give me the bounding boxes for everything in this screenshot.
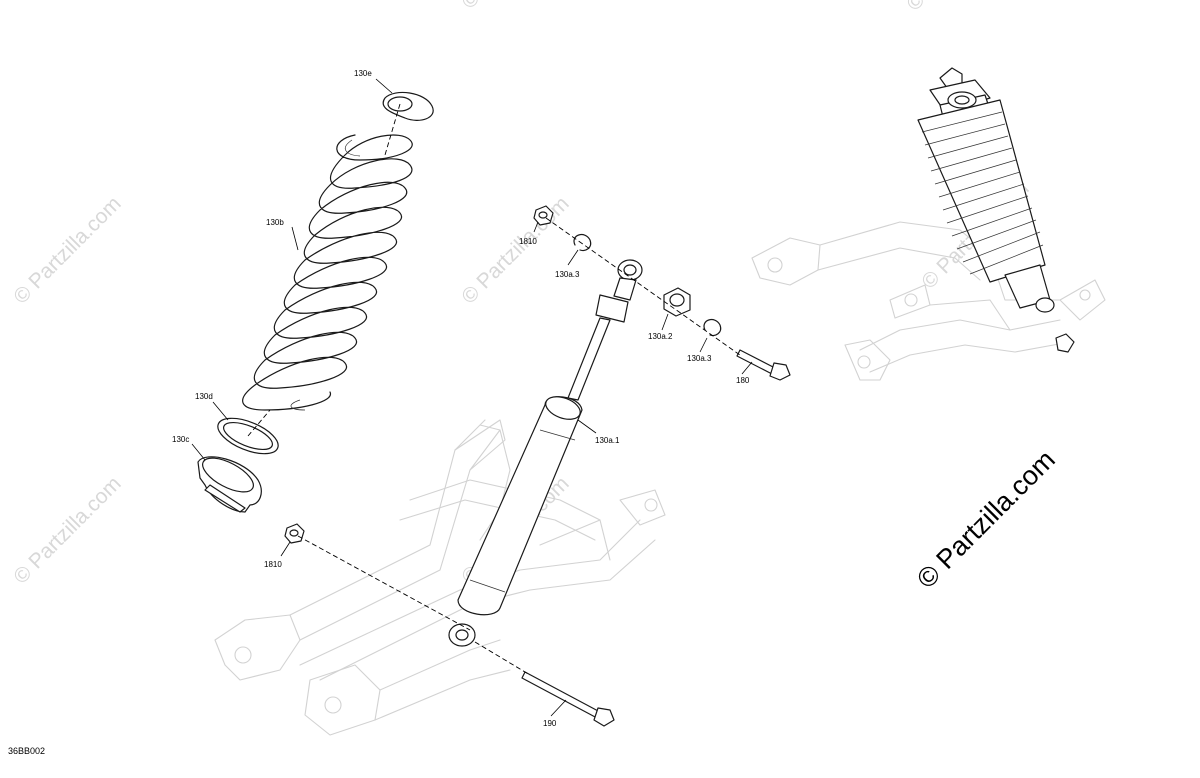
callout-130d[interactable]: 130d bbox=[195, 392, 213, 401]
circlip-left-illustration bbox=[573, 233, 592, 252]
callout-180[interactable]: 180 bbox=[736, 376, 750, 385]
bolt-bottom-illustration bbox=[521, 671, 615, 727]
watermark-text: © Partzilla.com bbox=[457, 192, 573, 308]
adjuster-ring-illustration bbox=[197, 456, 262, 513]
watermark-text: © Partzilla.com bbox=[9, 192, 125, 308]
callout-labels: 130e 130b 130d 130c 1810 130a.3 130a.2 1… bbox=[172, 69, 750, 728]
drawing-id: 36BB002 bbox=[8, 746, 45, 756]
nut-bottom-illustration bbox=[284, 523, 305, 544]
assembled-shock-illustration bbox=[917, 67, 1075, 353]
callout-1810-bottom[interactable]: 1810 bbox=[264, 560, 282, 569]
swing-arm-ghost bbox=[214, 419, 666, 736]
nut-top-illustration bbox=[533, 205, 554, 226]
coil-spring-illustration bbox=[242, 134, 413, 411]
shock-body-illustration bbox=[448, 259, 643, 647]
watermark-text: © Partzilla.com bbox=[9, 472, 125, 588]
leader-lines bbox=[191, 78, 753, 717]
bushing-illustration bbox=[663, 287, 691, 317]
callout-130a2[interactable]: 130a.2 bbox=[648, 332, 673, 341]
watermark-text: © Partzilla.com bbox=[457, 0, 573, 14]
callout-1810-top[interactable]: 1810 bbox=[519, 237, 537, 246]
callout-190[interactable]: 190 bbox=[543, 719, 557, 728]
callout-130e[interactable]: 130e bbox=[354, 69, 372, 78]
spring-retainer-top-illustration bbox=[382, 91, 434, 121]
callout-130a3-right[interactable]: 130a.3 bbox=[687, 354, 712, 363]
callout-130a3-left[interactable]: 130a.3 bbox=[555, 270, 580, 279]
watermark-main: © Partzilla.com bbox=[911, 444, 1061, 594]
callout-130b[interactable]: 130b bbox=[266, 218, 284, 227]
circlip-right-illustration bbox=[703, 318, 722, 337]
callout-130c[interactable]: 130c bbox=[172, 435, 189, 444]
assembly-axes bbox=[247, 103, 741, 676]
watermark-text: © Partzilla.com bbox=[902, 0, 1018, 16]
callout-130a1[interactable]: 130a.1 bbox=[595, 436, 620, 445]
